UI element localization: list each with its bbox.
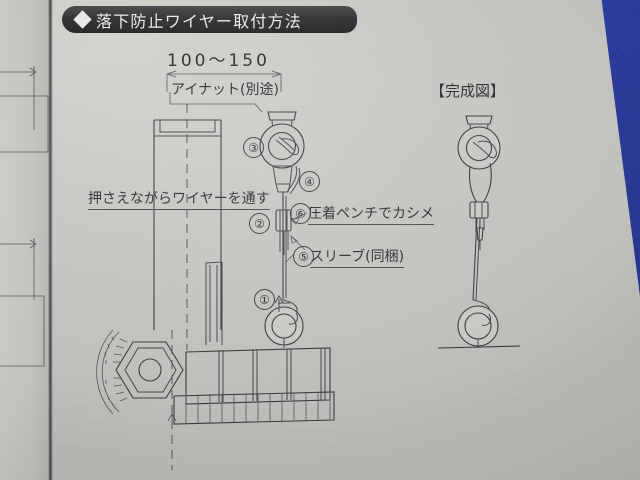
diamond-icon: [73, 10, 92, 29]
callout-2: ②: [249, 213, 270, 234]
callout-6: ⑥: [290, 203, 311, 224]
callout-4: ④: [299, 171, 320, 192]
callout-1: ①: [254, 289, 275, 310]
completed-figure-title: 【完成図】: [430, 82, 506, 100]
dimension-label: 100〜150: [167, 51, 270, 71]
section-title: 落下防止ワイヤー取付方法: [96, 11, 302, 31]
callout-3: ③: [243, 137, 264, 158]
label-crimp: 圧着ペンチでカシメ: [308, 203, 434, 225]
label-sleeve: スリーブ(同梱): [310, 246, 405, 268]
facing-page-edge: [0, 0, 50, 480]
label-eyenut: アイナット(別途): [171, 82, 279, 98]
section-header-banner: 落下防止ワイヤー取付方法: [62, 6, 357, 33]
callout-5: ⑤: [293, 246, 314, 267]
label-thread-wire: 押さえながらワイヤーを通す: [88, 188, 270, 210]
page-gutter-shadow: [48, 0, 53, 480]
